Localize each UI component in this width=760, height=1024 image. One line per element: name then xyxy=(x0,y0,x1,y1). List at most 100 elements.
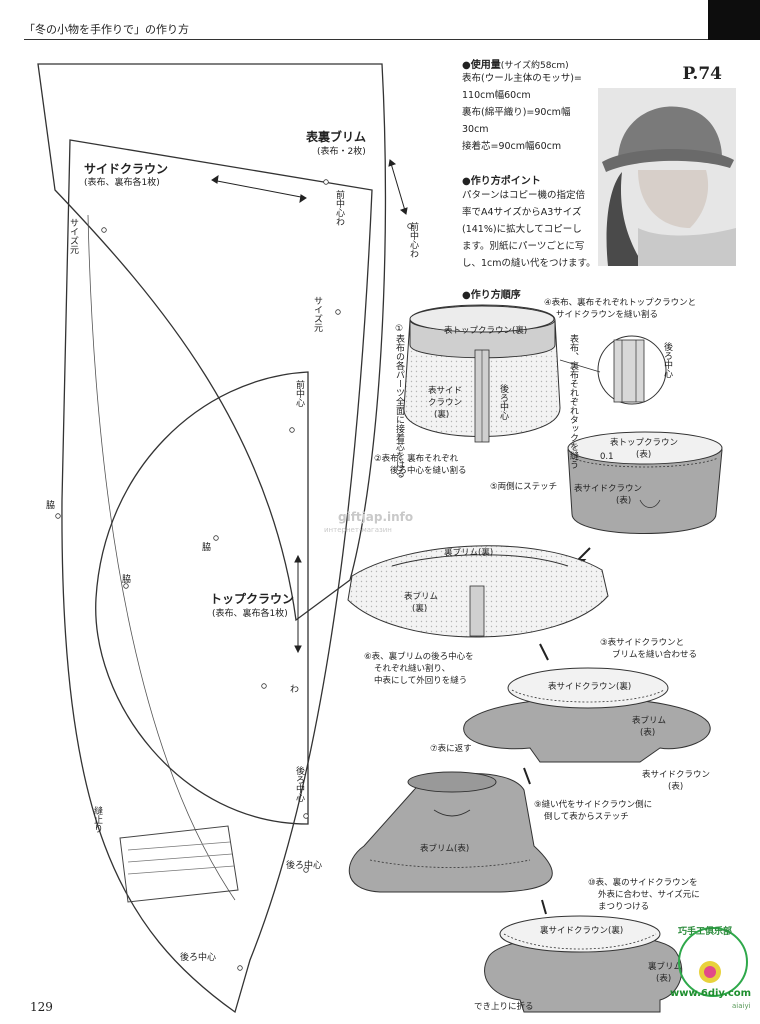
fig-finished-hat xyxy=(484,915,683,1013)
label-ura-brim-omote-2: (表) xyxy=(656,974,672,984)
label-back-center-vertical: 後ろ中心 xyxy=(498,384,508,420)
brim-front-center-label: 前中心わ xyxy=(334,190,344,226)
label-omote-brim-2: (表) xyxy=(640,728,656,738)
materials-line-5: 接着芯=90cm幅60cm xyxy=(462,141,562,152)
materials-title: ●使用量(サイズ約58cm) xyxy=(462,56,569,71)
materials-line-4: 30cm xyxy=(462,124,489,135)
step-7-caption: ⑦表に返す xyxy=(430,744,472,754)
top-crown-wa-label: わ xyxy=(290,685,300,695)
page-header: 「冬の小物を手作りで」の作り方 xyxy=(0,0,760,40)
arrow-4 xyxy=(541,899,547,915)
step-10-caption-3: まつりつける xyxy=(598,902,650,912)
step-10-caption-1: ⑩表、裏のサイドクラウンを xyxy=(588,878,698,888)
watermark-text: giftjap.info xyxy=(338,510,414,524)
brim-front-center-label-2: 前中心わ xyxy=(408,222,418,258)
arrow-3 xyxy=(523,767,531,785)
label-omote-side-crown-ura-b: 表サイドクラウン(裏) xyxy=(548,682,632,692)
arrow-2 xyxy=(539,643,549,661)
header-rule xyxy=(24,39,740,40)
label-omote-brim-1: 表ブリム xyxy=(632,716,667,726)
side-crown-name: サイドクラウン xyxy=(84,162,169,176)
label-omote-brim-ura-2: (裏) xyxy=(412,604,428,614)
brim-name: 表裏ブリム xyxy=(306,130,367,144)
top-crown-side-label-2: 脇 xyxy=(120,574,130,583)
label-omote-side-2: クラウン xyxy=(428,398,463,408)
fig-tack-detail xyxy=(559,335,667,405)
label-omote-brim-ura-1: 表ブリム xyxy=(404,592,439,602)
label-omote-side-1: 表サイド xyxy=(428,386,463,396)
step-6-caption-1: ⑥表、裏ブリムの後ろ中心を xyxy=(364,652,474,662)
notch-markers xyxy=(55,179,413,971)
points-title: ●作り方ポイント xyxy=(462,176,541,187)
materials-size-note: (サイズ約58cm) xyxy=(500,61,569,71)
fig-hat-turned xyxy=(348,771,553,893)
materials-title-text: ●使用量 xyxy=(462,60,501,71)
step-5-caption: ⑤両側にステッチ xyxy=(490,482,558,492)
points-line-4: ます。別紙にパーツごとに写 xyxy=(462,241,585,252)
points-line-1: パターンはコピー機の指定倍 xyxy=(462,190,586,201)
model-photo xyxy=(598,88,736,266)
label-omote-side-3: (裏) xyxy=(434,410,450,420)
step-2-caption-2: 後ろ中心を縫い割る xyxy=(390,466,467,476)
side-crown-size-label: サイズ元 xyxy=(68,218,78,254)
step-6-caption-2: それぞれ縫い割り、 xyxy=(374,664,451,674)
step-9-caption-1: ⑨縫い代をサイドクラウン側に xyxy=(534,800,653,810)
points-line-3: (141%)に拡大してコピーし xyxy=(462,224,582,235)
side-crown-outline xyxy=(61,139,373,1014)
points-line-2: 率でA4サイズからA3サイズ xyxy=(462,207,582,218)
side-crown-sub: (表布、裏布各1枚) xyxy=(84,178,160,188)
step-3-caption-1: ③表サイドクラウンと xyxy=(600,638,685,648)
label-omote-top-crown-omote: 表トップクラウン xyxy=(610,438,679,448)
top-crown-sub: (表布、裏布各1枚) xyxy=(212,609,288,619)
step-4-caption-1: ④表布、裏布それぞれトップクラウンと xyxy=(544,298,697,308)
label-ura-brim-omote-1: 裏ブリム xyxy=(648,962,683,972)
label-omote-side-crown-b-2: (表) xyxy=(668,782,684,792)
top-crown-name: トップクラウン xyxy=(210,592,295,606)
step-6-caption-3: 中表にして外回りを縫う xyxy=(374,676,468,686)
step-4-caption-2: サイドクラウンを縫い割る xyxy=(556,310,659,320)
step-9-caption-2: 倒して表からステッチ xyxy=(544,812,629,822)
fig-brim-sewn xyxy=(347,545,609,638)
watermark-subtext: интернет-магазин xyxy=(324,526,392,534)
side-crown-front-center-label: 前中心 xyxy=(294,380,304,407)
label-omote-side-crown-omote: 表サイドクラウン xyxy=(574,484,643,494)
page-number: 129 xyxy=(30,1000,53,1014)
header-title: 「冬の小物を手作りで」の作り方 xyxy=(24,23,189,36)
step-11-caption: でき上りに折る xyxy=(474,1002,534,1012)
logo-sub: aiaiyi xyxy=(732,1002,751,1010)
label-omote-side-crown-omote-2: (表) xyxy=(616,496,632,506)
side-crown-side-label: 脇 xyxy=(44,500,54,509)
label-ura-brim-ura: 裏ブリム(裏) xyxy=(444,548,494,558)
label-ura-side-crown-ura: 裏サイドクラウン(裏) xyxy=(540,926,624,936)
materials-line-2: 110cm幅60cm xyxy=(462,90,531,101)
label-omote-brim-c: 表ブリム(表) xyxy=(420,844,470,854)
step-2-caption-1: ②表布、裏布それぞれ xyxy=(374,454,459,464)
grain-arrows xyxy=(211,159,408,654)
brim-piece-outline xyxy=(37,63,387,622)
label-omote-top-crown-ura: 表トップクラウン(裏) xyxy=(444,326,528,336)
stop-rectangle xyxy=(119,825,239,903)
step-1-caption: ①表布の各パーツ全面に接着芯をはる xyxy=(394,324,404,478)
stop-label: 縫止り xyxy=(92,806,102,833)
page-reference: P.74 xyxy=(682,64,722,84)
fig-lining-crown xyxy=(403,304,561,443)
top-crown-outline xyxy=(95,371,309,825)
fig-outer-crown xyxy=(567,431,723,534)
side-crown-size-line xyxy=(87,214,236,901)
top-crown-back-center-label: 後ろ中心 xyxy=(286,861,323,871)
brim-sub: (表布・2枚) xyxy=(317,147,366,157)
label-0-1: 0.1 xyxy=(600,452,614,462)
fig-crown-brim-joined xyxy=(463,667,711,763)
step-10-caption-2: 外表に合わせ、サイズ元に xyxy=(598,890,700,900)
back-center-vertical-2: 後ろ中心 xyxy=(662,342,672,378)
materials-line-3: 裏布(綿平織り)=90cm幅 xyxy=(462,107,571,118)
brim-size-line-label: サイズ元 xyxy=(312,296,322,332)
side-crown-back-center-bottom: 後ろ中心 xyxy=(180,953,217,963)
step-4-vertical-caption: 表布、裏布それぞれタックを縫う xyxy=(568,334,578,469)
top-crown-side-label-1: 脇 xyxy=(200,542,210,551)
materials-line-1: 表布(ウール主体のモッサ)= xyxy=(462,73,582,84)
header-black-tab xyxy=(708,0,760,40)
side-crown-back-center-label: 後ろ中心 xyxy=(294,766,304,802)
